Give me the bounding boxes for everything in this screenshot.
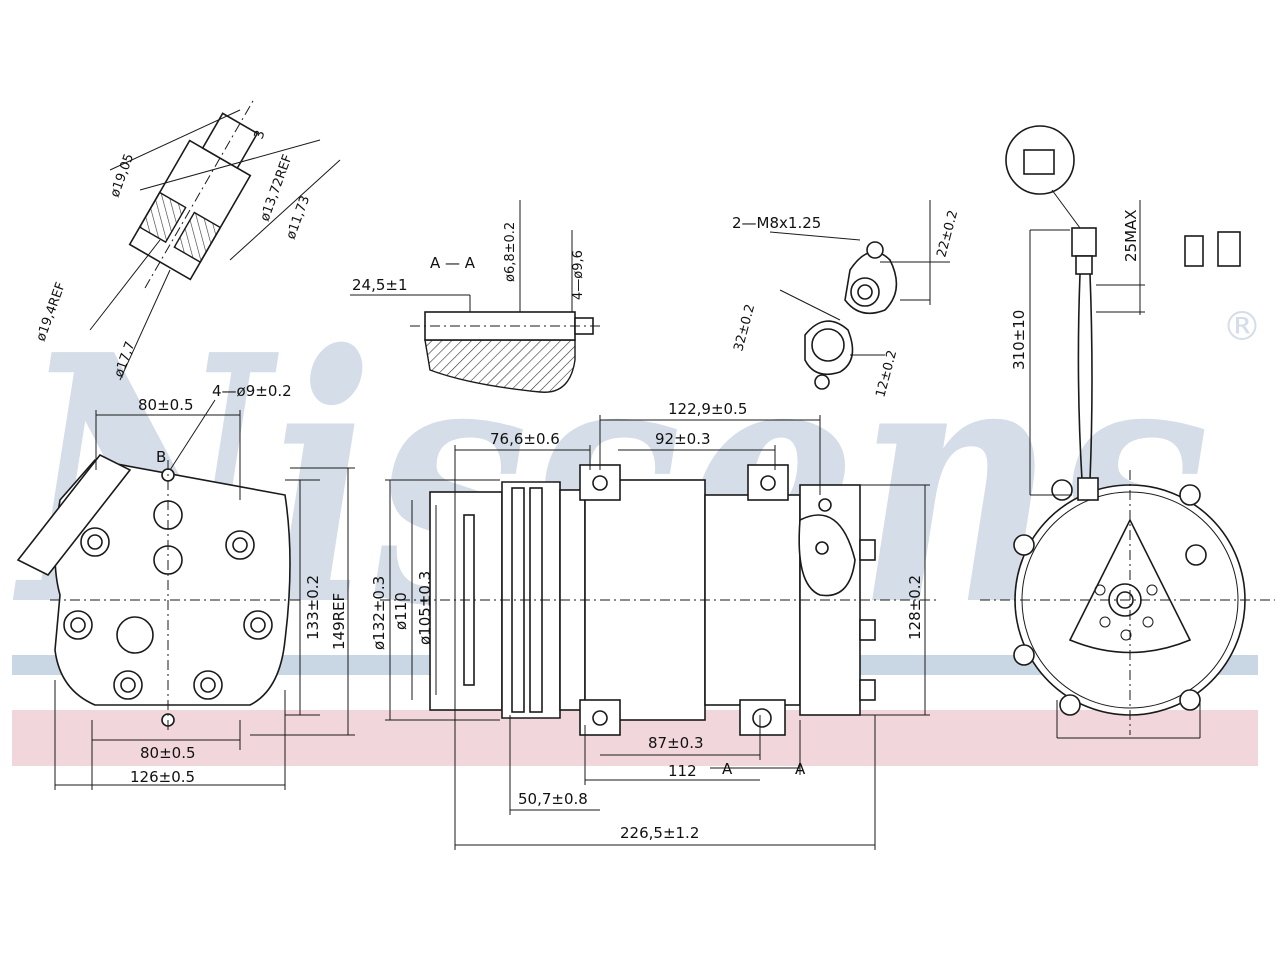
mount-thread: 2—M8x1.25 <box>732 214 821 232</box>
side-a2: A <box>795 760 806 778</box>
side-d766: 76,6±0.6 <box>490 430 560 448</box>
side-d1229: 122,9±0.5 <box>668 400 747 418</box>
side-d92: 92±0.3 <box>655 430 711 448</box>
section-length: 24,5±1 <box>352 276 408 294</box>
side-view: 122,9±0.5 76,6±0.6 92±0.3 ø132±0.3 ø110 … <box>370 400 940 850</box>
front-view: 80±0.5 4—ø9±0.2 B 80±0.5 126±0.5 133±0.2… <box>16 382 355 790</box>
section-title: A — A <box>430 254 476 272</box>
side-a1: A <box>722 760 733 778</box>
fitting-d2: ø13,72REF <box>258 153 296 224</box>
front-height-149: 149REF <box>330 593 348 650</box>
rear-d310: 310±10 <box>1010 310 1028 370</box>
section-bore: ø6,8±0.2 <box>503 222 518 282</box>
front-holes: 4—ø9±0.2 <box>212 382 292 400</box>
side-d2265: 226,5±1.2 <box>620 824 699 842</box>
fitting-d1: ø19,05 <box>108 152 138 200</box>
side-d112: 112 <box>668 762 697 780</box>
registered-mark: ® <box>1222 304 1262 350</box>
side-d507: 50,7±0.8 <box>518 790 588 808</box>
side-d110: ø110 <box>392 592 410 630</box>
section-holes: 4—ø9,6 <box>571 250 586 300</box>
front-height-133: 133±0.2 <box>304 575 322 640</box>
section-a-a: A — A 24,5±1 ø6,8±0.2 4—ø9,6 <box>350 200 600 393</box>
rear-view: 310±10 25MAX <box>980 125 1275 739</box>
front-bottom-width: 80±0.5 <box>140 744 196 762</box>
side-h128: 128±0.2 <box>906 575 924 640</box>
side-d132: ø132±0.3 <box>370 576 388 650</box>
mount-d22: 22±0.2 <box>934 209 961 259</box>
side-d105: ø105±0.3 <box>416 571 434 645</box>
front-b-label: B <box>156 448 166 466</box>
fitting-d3: ø11,73 <box>284 194 314 242</box>
front-top-width: 80±0.5 <box>138 396 194 414</box>
rear-d25: 25MAX <box>1122 209 1140 262</box>
side-d87: 87±0.3 <box>648 734 704 752</box>
front-overall-width: 126±0.5 <box>130 768 195 786</box>
